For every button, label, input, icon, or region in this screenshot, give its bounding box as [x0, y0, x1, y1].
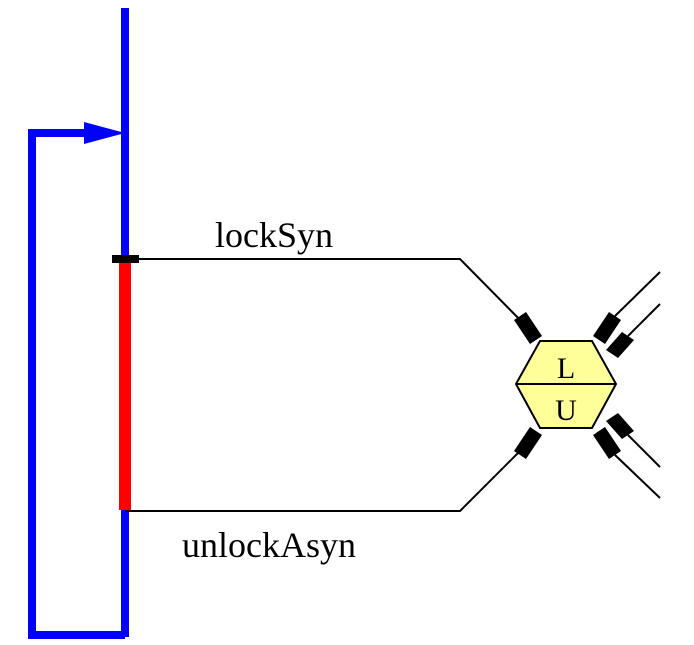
right-wire-2 [627, 303, 661, 337]
lock-wire [139, 258, 531, 331]
lock-unlock-hexagon: L U [514, 340, 618, 429]
lock-point-marker [112, 255, 139, 263]
loop-arrowhead [84, 122, 125, 144]
unlock-asyn-label: unlockAsyn [182, 525, 356, 565]
hexagon-lock-label: L [557, 352, 575, 385]
port-top-left [514, 312, 542, 344]
port-lower-right-2 [606, 413, 634, 439]
hexagon-unlock-label: U [555, 394, 577, 427]
right-wire-3 [627, 434, 661, 468]
unlock-wire [125, 440, 531, 512]
port-top-right [593, 312, 621, 344]
loop-path [28, 129, 125, 639]
port-upper-right-2 [606, 332, 634, 358]
lock-syn-label: lockSyn [215, 215, 333, 255]
right-wire-4 [614, 454, 661, 499]
port-bottom-left [514, 427, 542, 459]
port-bottom-right [593, 427, 621, 459]
right-wire-1 [614, 271, 661, 317]
